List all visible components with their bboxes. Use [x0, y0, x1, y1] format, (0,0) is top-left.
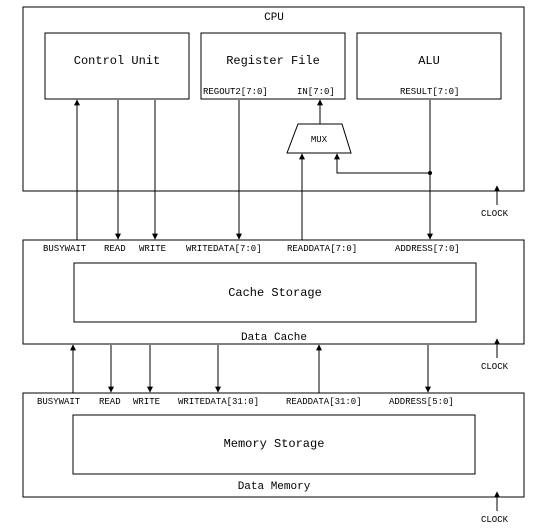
- cache-writedata-label: WRITEDATA[7:0]: [186, 244, 262, 254]
- cache-readdata-label: READDATA[7:0]: [287, 244, 357, 254]
- control-unit-label: Control Unit: [74, 54, 160, 68]
- data-cache-block: BUSYWAIT READ WRITE WRITEDATA[7:0] READD…: [22, 239, 525, 345]
- cache-read-label: READ: [104, 244, 126, 254]
- memory-address-label: ADDRESS[5:0]: [389, 397, 454, 407]
- memory-readdata-label: READDATA[31:0]: [286, 397, 362, 407]
- memory-storage-label: Memory Storage: [224, 437, 325, 451]
- cache-storage-label: Cache Storage: [228, 286, 322, 300]
- alu-box: [356, 32, 502, 100]
- memory-clock-label: CLOCK: [481, 515, 509, 525]
- register-file-label: Register File: [226, 54, 320, 68]
- memory-busywait-label: BUSYWAIT: [37, 397, 81, 407]
- cpu-title: CPU: [264, 12, 284, 24]
- regout2-port-label: REGOUT2[7:0]: [203, 87, 268, 97]
- cache-clock-label: CLOCK: [481, 362, 509, 372]
- result-to-mux-wire: [334, 153, 430, 174]
- result-port-label: RESULT[7:0]: [400, 87, 459, 97]
- alu-label: ALU: [418, 54, 440, 68]
- control-unit-box: [44, 32, 190, 100]
- memory-writedata-label: WRITEDATA[31:0]: [178, 397, 259, 407]
- cpu-clock-label: CLOCK: [481, 209, 509, 219]
- memory-write-label: WRITE: [133, 397, 160, 407]
- data-cache-title: Data Cache: [241, 332, 307, 344]
- in-port-label: IN[7:0]: [297, 87, 335, 97]
- cache-address-label: ADDRESS[7:0]: [395, 244, 460, 254]
- mux-shape: [286, 123, 352, 154]
- cache-busywait-label: BUSYWAIT: [43, 244, 87, 254]
- cpu-block: CPU Control Unit Register File REGOUT2[7…: [22, 6, 525, 192]
- cache-storage-box: [73, 262, 477, 323]
- memory-read-label: READ: [99, 397, 121, 407]
- memory-storage-box: [72, 414, 476, 475]
- data-memory-title: Data Memory: [238, 481, 311, 493]
- data-memory-block: BUSYWAIT READ WRITE WRITEDATA[31:0] READ…: [22, 392, 525, 498]
- cache-write-label: WRITE: [139, 244, 166, 254]
- mux-label: MUX: [311, 135, 328, 145]
- register-file-box: [200, 32, 346, 100]
